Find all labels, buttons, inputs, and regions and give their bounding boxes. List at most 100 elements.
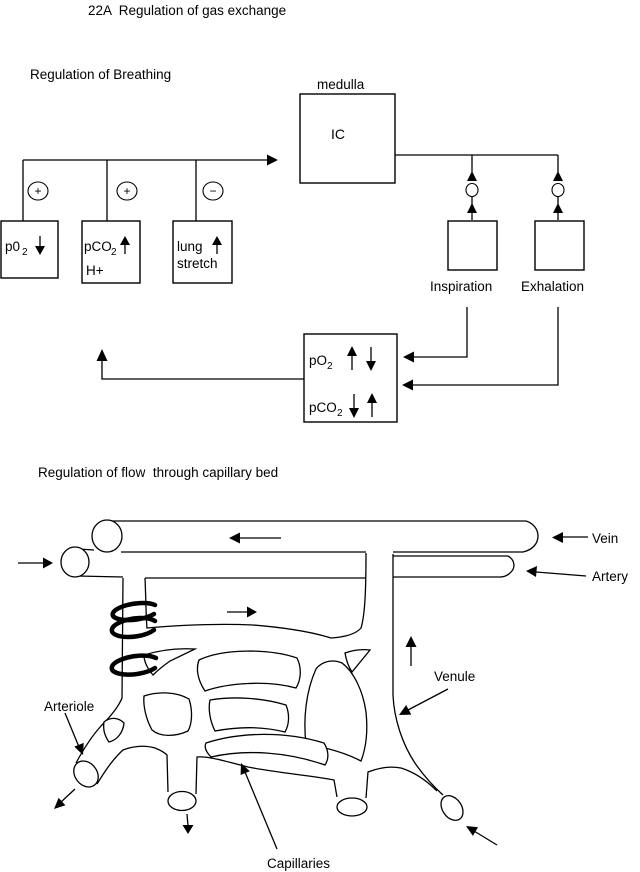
down-arrow-icon bbox=[35, 236, 45, 255]
h-plus-label: H+ bbox=[86, 263, 104, 278]
up-arrow-icon bbox=[553, 203, 563, 213]
inspiration-box bbox=[447, 220, 498, 271]
left-arrow-icon bbox=[526, 566, 537, 577]
up-arrow-icon bbox=[467, 203, 477, 213]
plus-sign-2: + bbox=[123, 184, 130, 198]
up-arrow-icon bbox=[553, 171, 563, 181]
inspiration-label: Inspiration bbox=[430, 279, 492, 294]
venule-label: Venule bbox=[434, 669, 475, 684]
venule-flow-arrow bbox=[405, 636, 417, 666]
up-arrow-icon bbox=[405, 636, 417, 647]
down-left-arrow-icon bbox=[399, 705, 412, 715]
outflow-arrow-middle bbox=[182, 813, 194, 834]
sensor-box-lung-stretch: lung stretch bbox=[172, 220, 233, 284]
arteriole-label: Arteriole bbox=[44, 699, 94, 714]
channel-wall bbox=[144, 552, 367, 639]
vein-label: Vein bbox=[592, 531, 618, 546]
breathing-heading: Regulation of Breathing bbox=[30, 67, 171, 82]
feedback-pco2-label: pCO bbox=[309, 400, 337, 415]
up-arrow-icon bbox=[347, 346, 357, 370]
plus-circle-icon bbox=[27, 181, 49, 201]
po2-label: p0 bbox=[5, 239, 20, 254]
flow-arrows bbox=[18, 557, 498, 846]
right-arrow-icon bbox=[43, 557, 53, 569]
right-arrow-icon bbox=[267, 154, 278, 166]
minus-sign: − bbox=[209, 184, 216, 198]
minus-circle-icon bbox=[202, 181, 224, 201]
up-left-arrow-icon bbox=[240, 763, 250, 775]
artery-open-end bbox=[60, 546, 90, 578]
left-arrow-icon bbox=[552, 532, 563, 543]
arteriole-pointer bbox=[64, 712, 84, 755]
po2-sub: 2 bbox=[22, 247, 28, 258]
capillary-open-end bbox=[73, 760, 99, 788]
page-title: 22A Regulation of gas exchange bbox=[88, 3, 286, 18]
venule-wall bbox=[392, 554, 444, 796]
bed-outline bbox=[96, 745, 169, 793]
feedback-po2-sub: 2 bbox=[327, 361, 333, 372]
feedback-box: pO 2 pCO 2 bbox=[303, 333, 398, 423]
outflow-arrow-left bbox=[54, 788, 76, 809]
down-arrow-icon bbox=[349, 394, 359, 418]
up-left-arrow-icon bbox=[466, 826, 478, 836]
up-arrow-icon bbox=[467, 171, 477, 181]
left-arrow-icon bbox=[402, 379, 413, 391]
breathing-diagram: medulla IC + + − p0 2 bbox=[0, 77, 585, 423]
ic-label: IC bbox=[331, 126, 345, 142]
capillary-open-end bbox=[336, 797, 368, 817]
artery-inflow-arrow bbox=[18, 557, 53, 569]
pco2-label: pCO bbox=[84, 239, 112, 254]
capillary-bed-diagram: Vein Artery Venule Arteriole Capillaries bbox=[18, 519, 628, 871]
sphincter-coil-icon bbox=[109, 653, 159, 677]
plus-circle-icon bbox=[116, 181, 138, 201]
left-arrow-icon bbox=[403, 351, 414, 363]
vein-pointer bbox=[552, 532, 588, 543]
synapse-circle-icon bbox=[465, 182, 479, 198]
capillary-heading: Regulation of flow through capillary bed bbox=[38, 465, 278, 480]
up-arrow-icon bbox=[212, 236, 222, 254]
down-left-arrow-icon bbox=[54, 797, 66, 809]
exhalation-label: Exhalation bbox=[521, 279, 584, 294]
feedback-input-lines bbox=[402, 307, 559, 391]
artery-pointer bbox=[526, 566, 587, 577]
sphincter-coils bbox=[109, 600, 159, 677]
feedback-output-line bbox=[96, 349, 304, 380]
down-arrow-icon bbox=[366, 347, 376, 371]
right-arrow-icon bbox=[247, 606, 257, 618]
capillary-islands bbox=[103, 648, 372, 766]
medulla-box bbox=[299, 93, 396, 184]
sensor-bus-arrow bbox=[22, 154, 278, 221]
vein-flow-arrow bbox=[229, 532, 281, 544]
feedback-po2-label: pO bbox=[309, 353, 327, 368]
vessel-labels: Vein Artery Venule Arteriole Capillaries bbox=[44, 531, 628, 871]
vein-open-end bbox=[91, 519, 123, 553]
lung-label: lung bbox=[177, 239, 203, 254]
synapse-circle-icon bbox=[551, 182, 565, 198]
bed-outline bbox=[195, 756, 338, 798]
sensor-box-pco2: pCO 2 H+ bbox=[81, 220, 141, 284]
capillary-network bbox=[73, 552, 464, 821]
capillaries-label: Capillaries bbox=[267, 856, 330, 871]
medulla-label: medulla bbox=[317, 77, 365, 92]
artery-label: Artery bbox=[592, 569, 628, 584]
inflow-arrow-bottom-right bbox=[466, 826, 498, 846]
down-arrow-icon bbox=[182, 825, 194, 834]
medulla-output-lines bbox=[395, 154, 565, 220]
vein-vessel bbox=[91, 519, 539, 553]
up-arrow-icon bbox=[96, 349, 108, 361]
stretch-label: stretch bbox=[177, 256, 218, 271]
sphincter-coil-icon bbox=[109, 615, 158, 640]
capillaries-pointer bbox=[240, 763, 278, 850]
sign-circles: + + − bbox=[27, 181, 224, 201]
feedback-pco2-sub: 2 bbox=[337, 408, 343, 419]
plus-sign-1: + bbox=[34, 184, 41, 198]
up-arrow-icon bbox=[120, 236, 130, 254]
pco2-sub: 2 bbox=[111, 247, 117, 258]
exhalation-box bbox=[534, 220, 585, 271]
sensor-box-po2: p0 2 bbox=[0, 220, 59, 279]
artery-vessel bbox=[60, 546, 515, 579]
up-arrow-icon bbox=[367, 393, 377, 417]
capillary-open-end bbox=[167, 790, 197, 812]
